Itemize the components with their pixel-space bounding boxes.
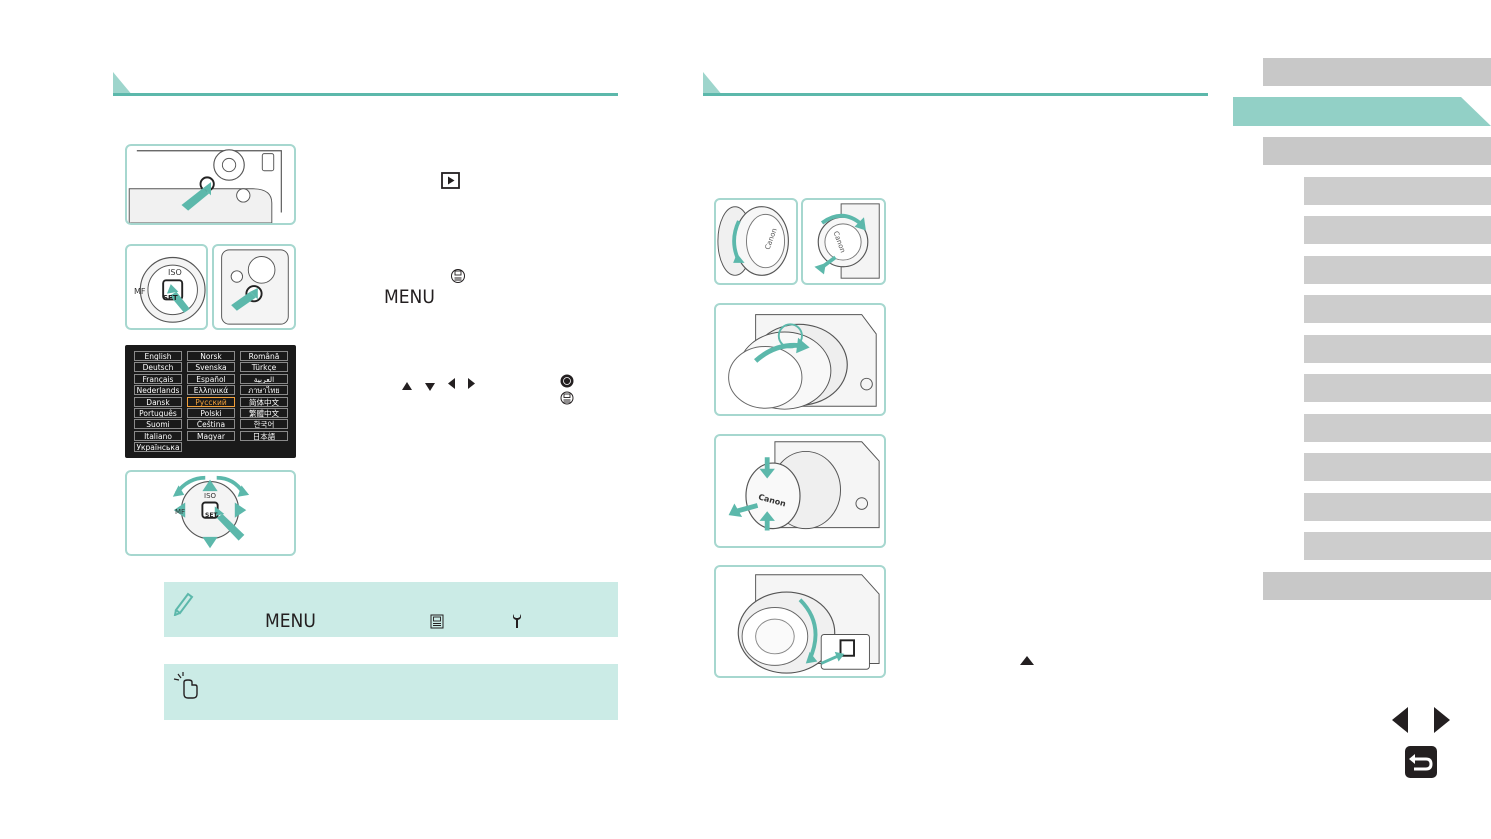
dial-label-set: SET bbox=[163, 294, 178, 302]
nav-sub-item-1[interactable] bbox=[1304, 177, 1491, 205]
language-option[interactable]: ภาษาไทย bbox=[240, 385, 288, 396]
nav-sub-item-5[interactable] bbox=[1304, 335, 1491, 363]
note-box-menu: MENU bbox=[164, 582, 618, 637]
dial-label-iso: ISO bbox=[168, 268, 182, 277]
up-arrow-icon bbox=[402, 375, 412, 394]
right-arrow-icon bbox=[468, 374, 475, 393]
language-option[interactable]: Français bbox=[134, 373, 182, 384]
nav-sub-item-3[interactable] bbox=[1304, 256, 1491, 284]
back-button[interactable] bbox=[1404, 745, 1438, 779]
menu-tab-icon bbox=[430, 613, 447, 634]
wheel-label-mf: MF bbox=[175, 508, 186, 516]
nav-main-item-active[interactable] bbox=[1233, 97, 1491, 126]
nav-sub-item-9[interactable] bbox=[1304, 493, 1491, 521]
language-option[interactable]: English bbox=[134, 351, 182, 361]
language-option[interactable]: 日本語 bbox=[240, 430, 288, 441]
language-option[interactable]: Deutsch bbox=[134, 362, 182, 373]
func-set-icon bbox=[451, 268, 465, 284]
touch-icon bbox=[172, 670, 200, 704]
nav-sub-item-6[interactable] bbox=[1304, 374, 1491, 402]
language-option[interactable]: Español bbox=[187, 373, 235, 384]
figure-lens-rear-cap bbox=[714, 198, 798, 285]
nav-sub-item-8[interactable] bbox=[1304, 453, 1491, 481]
down-arrow-icon bbox=[425, 376, 435, 395]
language-option[interactable]: Norsk bbox=[187, 351, 235, 361]
dial-label-mf: MF bbox=[134, 287, 146, 296]
language-option[interactable]: Nederlands bbox=[134, 385, 182, 396]
figure-playback-button bbox=[125, 144, 296, 225]
language-option[interactable]: Polski bbox=[187, 408, 235, 418]
figure-menu-press bbox=[212, 244, 296, 330]
prev-page-icon bbox=[1384, 703, 1418, 737]
wheel-label-iso: ISO bbox=[204, 492, 217, 500]
note-box-touch bbox=[164, 664, 618, 720]
playback-icon bbox=[441, 172, 460, 189]
nav-sub-item-10[interactable] bbox=[1304, 532, 1491, 560]
nav-main-item-2[interactable] bbox=[1263, 137, 1491, 165]
func-set-icon-2 bbox=[560, 390, 574, 409]
language-option[interactable]: Svenska bbox=[187, 362, 235, 373]
language-option[interactable]: Magyar bbox=[187, 430, 235, 441]
language-option[interactable]: Italiano bbox=[134, 430, 182, 441]
figure-lens-front-cap bbox=[714, 434, 886, 548]
prev-page-button[interactable] bbox=[1384, 703, 1418, 737]
nav-main-item-3[interactable] bbox=[1263, 572, 1491, 600]
figure-lens-switch bbox=[714, 565, 886, 678]
language-option[interactable]: Čeština bbox=[187, 419, 235, 430]
left-section-header bbox=[113, 72, 618, 96]
language-option[interactable]: Русский bbox=[187, 396, 235, 407]
figure-body-cap bbox=[801, 198, 886, 285]
right-section-header bbox=[703, 72, 1208, 96]
language-option[interactable]: Suomi bbox=[134, 419, 182, 430]
next-page-icon bbox=[1424, 703, 1458, 737]
figure-controller-wheel bbox=[125, 470, 296, 556]
left-arrow-icon bbox=[448, 374, 455, 393]
language-option[interactable]: 简体中文 bbox=[240, 396, 288, 407]
figure-lens-mounting bbox=[714, 303, 886, 416]
language-option[interactable]: Ελληνικά bbox=[187, 385, 235, 396]
language-option[interactable]: 한국어 bbox=[240, 419, 288, 430]
back-icon bbox=[1405, 746, 1437, 778]
language-option[interactable]: Português bbox=[134, 408, 182, 418]
dial-icon bbox=[560, 373, 574, 392]
language-option[interactable]: Українська bbox=[134, 442, 182, 453]
nav-main-item-1[interactable] bbox=[1263, 58, 1491, 86]
nav-sub-item-4[interactable] bbox=[1304, 295, 1491, 323]
up-triangle-icon bbox=[1020, 650, 1034, 669]
nav-sub-item-7[interactable] bbox=[1304, 414, 1491, 442]
nav-sub-item-2[interactable] bbox=[1304, 216, 1491, 244]
language-option[interactable]: Dansk bbox=[134, 396, 182, 407]
note-menu-label: MENU bbox=[265, 610, 316, 632]
pencil-icon bbox=[172, 590, 194, 620]
language-option[interactable]: Română bbox=[240, 351, 288, 361]
language-option[interactable]: 繁體中文 bbox=[240, 408, 288, 418]
figure-dial-press bbox=[125, 244, 208, 330]
wheel-label-set: SET bbox=[205, 512, 218, 519]
menu-label: MENU bbox=[384, 286, 435, 308]
language-option[interactable]: العربية bbox=[240, 373, 288, 384]
language-option[interactable]: Türkçe bbox=[240, 362, 288, 373]
next-page-button[interactable] bbox=[1424, 703, 1458, 737]
wrench-icon bbox=[511, 613, 523, 633]
